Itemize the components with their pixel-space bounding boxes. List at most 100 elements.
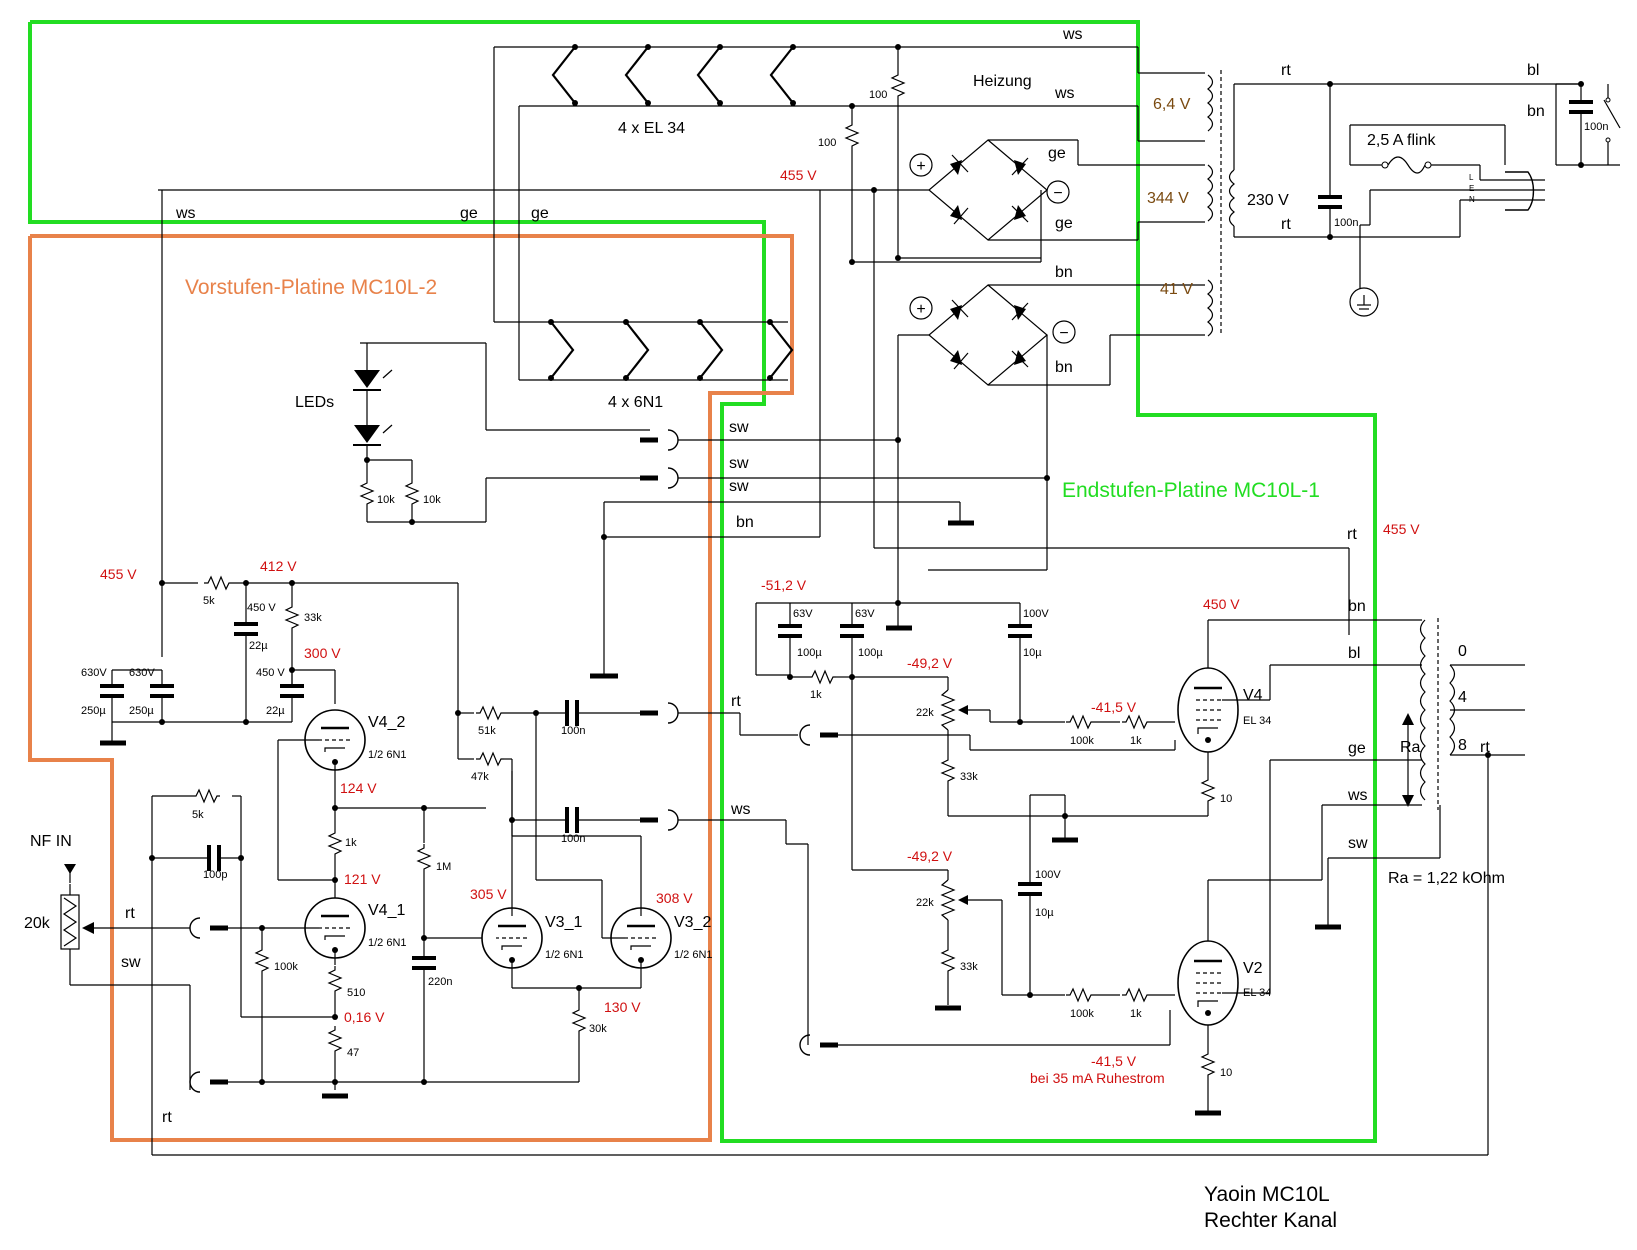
6n1-heater-3	[695, 317, 724, 383]
r-100k-g1: 100k	[1070, 735, 1094, 747]
tr-230v: 230 V	[1247, 192, 1289, 209]
rect1-plus: +	[916, 158, 925, 175]
tr-344v: 344 V	[1147, 190, 1189, 207]
output-transformer	[1419, 618, 1456, 810]
wire-ws-3: ws	[176, 205, 196, 222]
v-412: 412 V	[260, 558, 297, 574]
heater-label: Heizung	[973, 73, 1032, 90]
v-300: 300 V	[304, 645, 341, 661]
wire-bn-1: bn	[1055, 264, 1073, 281]
wire-ws-4: ws	[1348, 787, 1368, 804]
tap-8: 8	[1458, 737, 1467, 754]
mains-transformer	[1207, 70, 1235, 337]
v2-type: EL 34	[1243, 987, 1272, 999]
v4-1-type: 1/2 6N1	[368, 937, 407, 949]
wire-sw-4: sw	[1348, 835, 1368, 852]
v3-1-name: V3_1	[545, 914, 583, 931]
v3-2-name: V3_2	[674, 914, 712, 931]
c-100n-mains: 100n	[1334, 217, 1359, 229]
v-m415b: -41,5 V	[1091, 1053, 1137, 1069]
r-100k-g2: 100k	[1070, 1008, 1094, 1020]
v4-type: EL 34	[1243, 715, 1272, 727]
v4-2-name: V4_2	[368, 714, 406, 731]
v4-1-name: V4_1	[368, 902, 406, 919]
wire-sw-2: sw	[729, 455, 749, 472]
wire-rt-7: rt	[162, 1109, 172, 1126]
c-100n-sw: 100n	[1584, 121, 1609, 133]
6n1-heater-2	[621, 317, 650, 383]
wire-sw-3: sw	[729, 478, 749, 495]
r-47: 47	[347, 1047, 360, 1059]
wire-bn-3: bn	[1527, 103, 1545, 120]
title-line1: Yaoin MC10L	[1204, 1183, 1330, 1206]
r-33k-pre: 33k	[304, 612, 322, 624]
c-63v-b: 63V	[855, 608, 875, 620]
r-510: 510	[347, 987, 366, 999]
wire-rt-4: rt	[1480, 739, 1490, 756]
wire-bl-1: bl	[1527, 62, 1540, 79]
v3-2-type: 1/2 6N1	[674, 949, 713, 961]
r-10-b: 10	[1220, 1067, 1233, 1079]
el34-group-label: 4 x EL 34	[618, 120, 686, 137]
rect2-plus: +	[916, 301, 925, 318]
c-22u-b: 22µ	[266, 705, 285, 717]
wire-sw-5: sw	[121, 954, 141, 971]
wire-rt-2: rt	[1281, 216, 1291, 233]
fuse-label: 2,5 A flink	[1367, 132, 1436, 149]
c-100u-b: 100µ	[858, 647, 883, 659]
bridge-rectifier-bias: + −	[909, 284, 1076, 386]
led-1	[353, 369, 393, 391]
bridge-rectifier-hv: + −	[909, 139, 1070, 241]
ra-value: Ra = 1,22 kOhm	[1388, 870, 1505, 887]
c-22u: 22µ	[249, 640, 268, 652]
wire-ge-5: ge	[1348, 740, 1366, 757]
wire-bn-2: bn	[1055, 359, 1073, 376]
v4-2-type: 1/2 6N1	[368, 749, 407, 761]
el34-heater-1	[551, 42, 580, 108]
wire-rt-3: rt	[1347, 526, 1357, 543]
v2-name: V2	[1243, 960, 1263, 977]
wire-ge-2: ge	[1055, 215, 1073, 232]
r-30k: 30k	[589, 1023, 607, 1035]
r-5k-top: 5k	[203, 595, 215, 607]
c-220n: 220n	[428, 976, 453, 988]
c-630v-b: 630V	[129, 667, 155, 679]
c-450v-b: 450 V	[256, 667, 285, 679]
r-100b: 100	[818, 137, 837, 149]
v-m492a: -49,2 V	[907, 655, 953, 671]
6n1-heater-1	[546, 317, 575, 383]
v-121: 121 V	[344, 871, 381, 887]
el34-heater-3	[696, 42, 725, 108]
c-450v: 450 V	[247, 602, 276, 614]
wire-bl-2: bl	[1348, 645, 1361, 662]
input-label: NF IN	[30, 833, 72, 850]
r-1k-g2: 1k	[1130, 1008, 1142, 1020]
v-455-left: 455 V	[100, 566, 137, 582]
c-63v-a: 63V	[793, 608, 813, 620]
wire-bn-5: bn	[1348, 598, 1366, 615]
c-100n-b: 100n	[561, 833, 586, 845]
tube-v4-el34	[1176, 666, 1240, 754]
r-51k: 51k	[478, 725, 496, 737]
wire-ws-5: ws	[731, 801, 751, 818]
r-47k: 47k	[471, 771, 489, 783]
el34-heater-2	[624, 42, 653, 108]
r-1m: 1M	[436, 861, 452, 873]
ruhestrom-note: bei 35 mA Ruhestrom	[1030, 1070, 1165, 1086]
wire-ge-1: ge	[1048, 145, 1066, 162]
v-124: 124 V	[340, 780, 377, 796]
rect1-minus: −	[1053, 185, 1062, 202]
mains-socket	[1505, 171, 1545, 211]
v-308: 308 V	[656, 890, 693, 906]
v-130: 130 V	[604, 999, 641, 1015]
c-250u-b: 250µ	[129, 705, 154, 717]
v-455-top: 455 V	[780, 167, 817, 183]
mains-n: N	[1469, 195, 1475, 204]
wire-rt-6: rt	[125, 905, 135, 922]
c-100u-a: 100µ	[797, 647, 822, 659]
el34-heater-4	[769, 42, 798, 108]
endstufe-board-label: Endstufen-Platine MC10L-1	[1062, 479, 1320, 502]
p-22k-b: 22k	[916, 897, 934, 909]
